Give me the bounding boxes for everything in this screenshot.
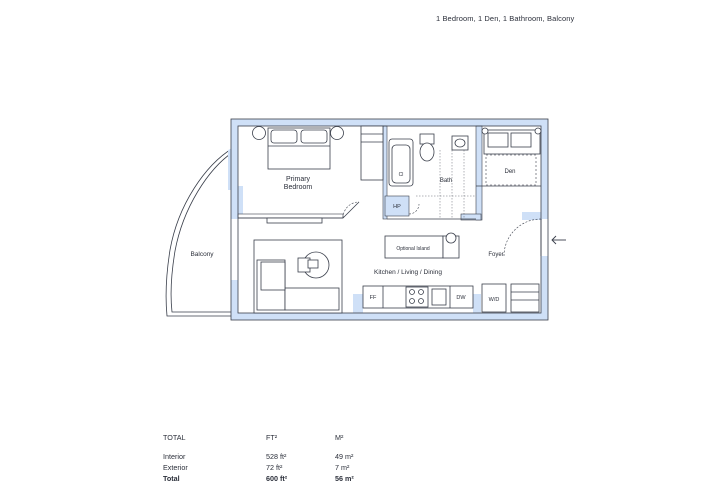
area-ft: 600 ft² <box>266 474 288 483</box>
label-ff: FF <box>370 295 377 301</box>
entry-arrow-icon <box>551 235 566 245</box>
bath-fixtures <box>388 133 469 187</box>
kitchen-counter <box>362 285 474 309</box>
optional-island-shape <box>384 232 460 259</box>
area-m: 7 m² <box>335 463 350 472</box>
label-balcony: Balcony <box>190 251 214 258</box>
area-m: 56 m² <box>335 474 354 483</box>
label-dw: DW <box>456 295 466 301</box>
label-kitchen-living-dining: Kitchen / Living / Dining <box>374 269 442 276</box>
den-dashed-area <box>485 154 537 186</box>
den-furniture <box>481 127 542 155</box>
area-label: Exterior <box>163 463 188 472</box>
area-m: 49 m² <box>335 452 354 461</box>
header-total: TOTAL <box>163 433 186 442</box>
header-ft: FT² <box>266 433 278 442</box>
unit-summary: 1 Bedroom, 1 Den, 1 Bathroom, Balcony <box>436 14 575 23</box>
label-wd: W/D <box>489 297 500 303</box>
laundry <box>481 283 540 313</box>
area-label: Total <box>163 474 180 483</box>
label-foyer: Foyer <box>488 252 503 258</box>
balcony-outline <box>165 147 234 317</box>
door-leaves <box>342 201 542 256</box>
bed <box>252 125 384 181</box>
label-optional-island: Optional Island <box>396 246 430 252</box>
label-primary-bedroom-1: Primary <box>286 176 311 183</box>
bath-tile-grid <box>416 150 476 218</box>
label-primary-bedroom-2: Bedroom <box>284 184 313 191</box>
living-furniture <box>253 217 343 314</box>
label-den: Den <box>504 169 515 175</box>
area-ft: 72 ft² <box>266 463 283 472</box>
exterior-walls <box>231 119 548 320</box>
label-closet: Cl <box>399 172 404 178</box>
header-m: M² <box>335 433 344 442</box>
area-label: Interior <box>163 452 186 461</box>
interior-walls <box>237 125 483 221</box>
label-bath: Bath <box>440 178 452 184</box>
label-hp: HP <box>393 204 401 210</box>
area-ft: 528 ft² <box>266 452 287 461</box>
door-swings <box>342 201 542 257</box>
